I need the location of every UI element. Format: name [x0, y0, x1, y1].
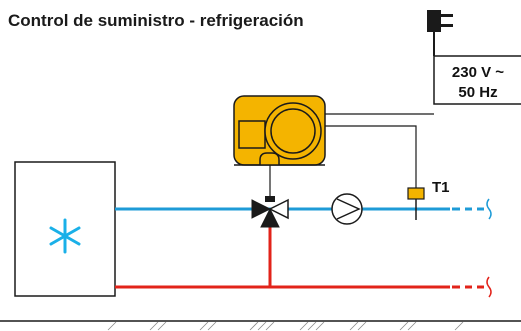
- sensor-label: T1: [432, 179, 450, 196]
- supply-voltage: 230 V ~: [452, 64, 504, 81]
- ground-hatch-mark: [407, 321, 417, 331]
- ground-hatch-mark: [349, 321, 359, 331]
- snowflake-icon: [49, 218, 81, 254]
- ground-hatch-mark: [249, 321, 259, 331]
- ground-hatch-mark: [399, 321, 409, 331]
- supply-pipe: [115, 198, 492, 220]
- ground-hatch-mark: [299, 321, 309, 331]
- wire-to-sensor: [325, 125, 417, 188]
- pump-icon: [331, 193, 363, 225]
- controller-unit: [233, 95, 326, 166]
- ground-hatch-mark: [149, 321, 159, 331]
- three-way-valve-icon: [251, 196, 289, 228]
- ground-hatch-mark: [454, 321, 464, 331]
- temperature-sensor: [407, 187, 425, 220]
- ground-hatch-mark: [357, 321, 367, 331]
- ground-hatch-mark: [157, 321, 167, 331]
- ground-hatching: [107, 321, 464, 331]
- ground-hatch-mark: [307, 321, 317, 331]
- ground-hatch-mark: [265, 321, 275, 331]
- power-supply-box: 230 V ~ 50 Hz: [433, 55, 521, 105]
- ground-hatch-mark: [199, 321, 209, 331]
- supply-frequency: 50 Hz: [458, 84, 497, 101]
- ground-hatch-mark: [315, 321, 325, 331]
- diagram-title: Control de suministro - refrigeración: [8, 11, 304, 30]
- return-pipe: [115, 276, 492, 298]
- ground-hatch-mark: [257, 321, 267, 331]
- power-plug-icon: [427, 10, 453, 56]
- ground-hatch-mark: [107, 321, 117, 331]
- ground-hatch-mark: [207, 321, 217, 331]
